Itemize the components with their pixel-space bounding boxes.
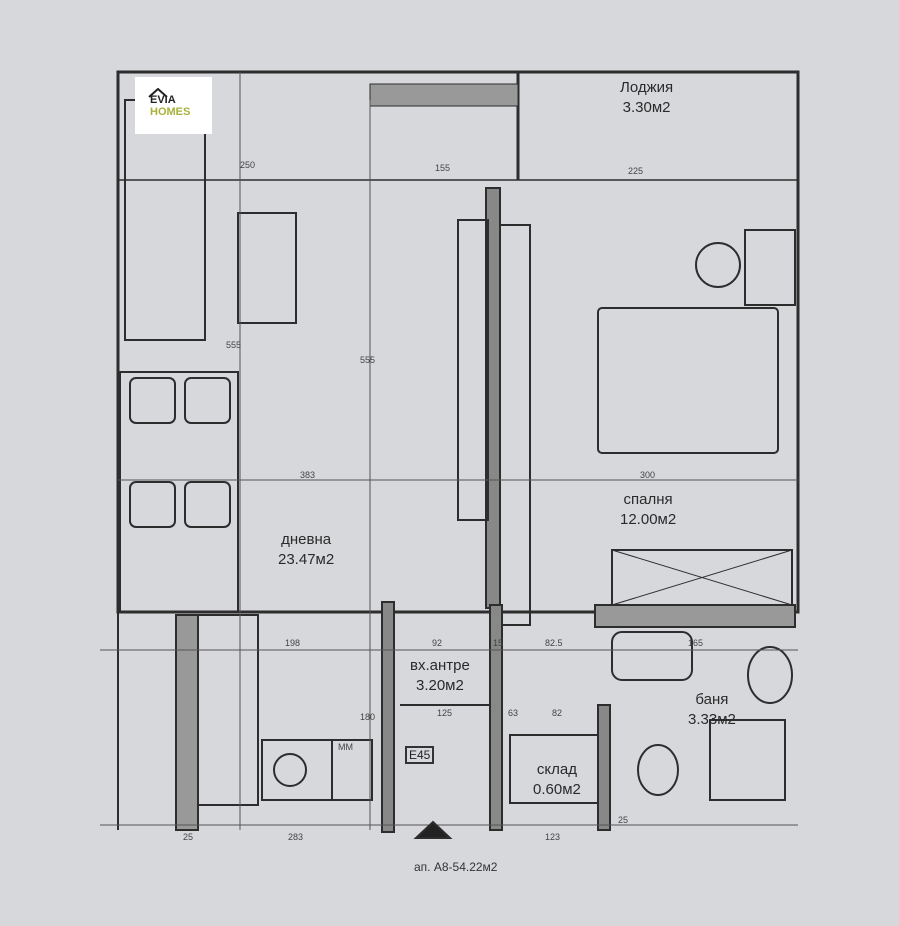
- dimension-label: 15: [493, 638, 504, 648]
- dimension-label: 92: [432, 638, 443, 648]
- dimension-label: 155: [435, 163, 451, 173]
- dimension-label: 383: [300, 470, 316, 480]
- dimension-label: 283: [288, 832, 304, 842]
- dimension-label: 300: [640, 470, 656, 480]
- dimension-label: 165: [688, 638, 704, 648]
- apartment-outline: [116, 70, 800, 614]
- dimension-label: 123: [545, 832, 561, 842]
- sink: [747, 646, 793, 704]
- toilet: [637, 744, 679, 796]
- dimension-label: 82.5: [545, 638, 563, 648]
- dimension-label: 250: [240, 160, 256, 170]
- dimension-label: 25: [618, 815, 629, 825]
- dimension-label: 82: [552, 708, 563, 718]
- dimension-label: 555: [360, 355, 376, 365]
- entrance-marker: [413, 820, 453, 839]
- dimension-label: 198: [285, 638, 301, 648]
- door-tag: E45: [405, 746, 435, 764]
- dimension-label: MM: [338, 742, 353, 752]
- sofa: [124, 99, 206, 341]
- shower: [709, 719, 786, 801]
- dimension-label: 180: [360, 712, 376, 722]
- loggia-parapet: [369, 83, 519, 107]
- apartment-label: ап. А8-54.22м2: [414, 860, 498, 874]
- dimension-label: 63: [508, 708, 519, 718]
- bed: [597, 307, 779, 454]
- logo-line2: HOMES: [150, 106, 191, 118]
- dimension-label: 555: [226, 340, 242, 350]
- company-logo: EVIA HOMES: [135, 77, 212, 134]
- kitchen-counter: [197, 614, 259, 806]
- kitchen-wall: [175, 614, 199, 831]
- dimension-label: 125: [437, 708, 453, 718]
- dining-table: [119, 371, 239, 613]
- dimension-label: 225: [628, 166, 644, 176]
- dimension-label: 25: [183, 832, 194, 842]
- house-icon: [148, 88, 168, 98]
- logo-line1: EVIA: [150, 94, 176, 106]
